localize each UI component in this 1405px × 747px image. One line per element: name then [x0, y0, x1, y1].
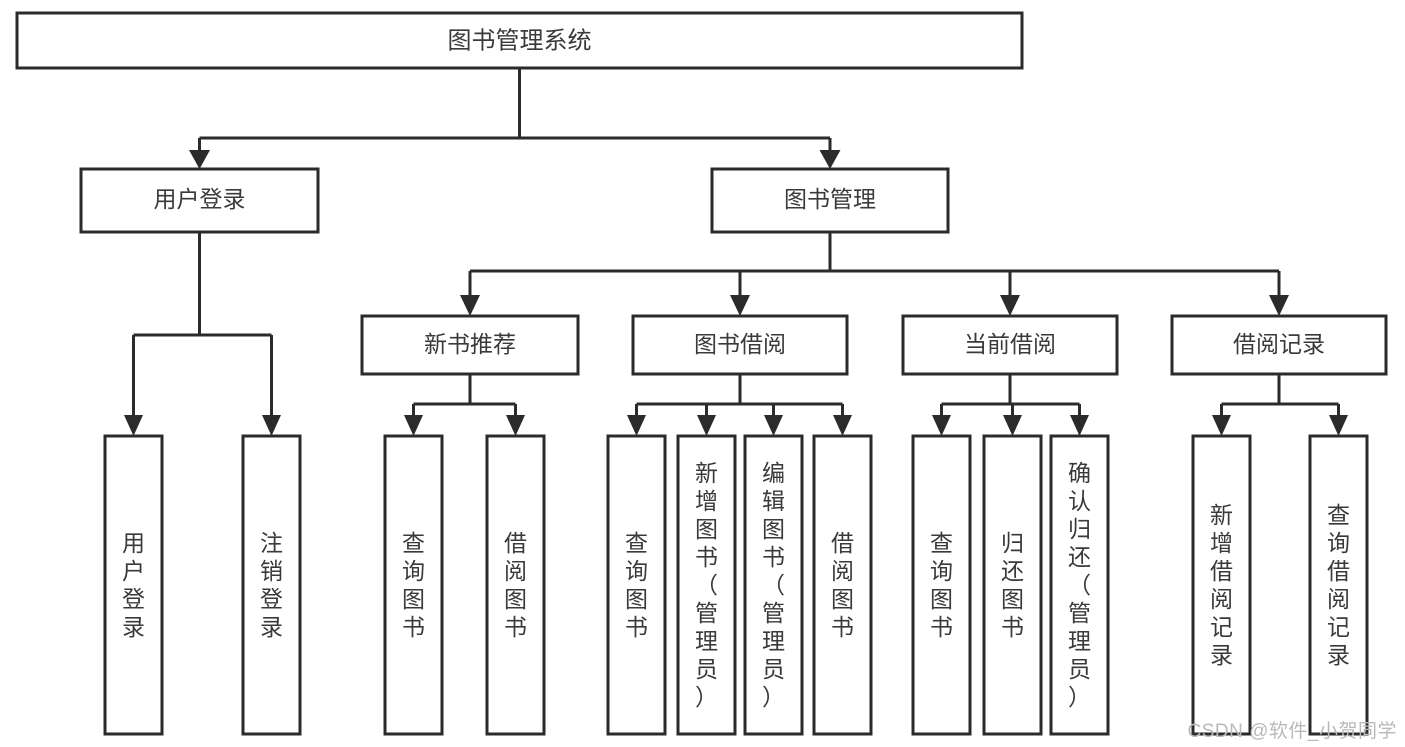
arrowhead-new-book-rec	[460, 295, 480, 316]
leaf-node-query-book-rec[interactable]: 查询图书	[383, 434, 444, 736]
leaf-add-borrow-record-label: 新增借阅记录	[1210, 502, 1233, 668]
arrowhead-leaf-borrow-book-1	[506, 415, 525, 436]
leaf-query-book-rec-box	[383, 434, 444, 736]
arrowhead-leaf-query-book-2	[627, 415, 646, 436]
leaf-borrow-book-box	[812, 434, 873, 736]
arrowhead-leaf-confirm-return	[1070, 415, 1089, 436]
leaf-node-logout[interactable]: 注销登录	[241, 434, 302, 736]
node-book-manage-label: 图书管理	[784, 186, 876, 212]
arrowhead-user-login	[189, 150, 210, 169]
leaf-node-query-book-borrow[interactable]: 查询图书	[606, 434, 667, 736]
leaf-user-login-label: 用户登录	[122, 530, 145, 640]
leaf-logout-box	[241, 434, 302, 736]
connector-group-root	[189, 68, 841, 169]
leaf-return-book-label: 归还图书	[1001, 530, 1024, 640]
connector-group-book-manage	[460, 232, 1289, 316]
leaf-user-login-box	[103, 434, 164, 736]
node-current-borrow-box	[901, 314, 1119, 376]
node-new-book-recommend[interactable]: 新书推荐	[360, 314, 580, 376]
leaf-borrow-book-rec-label: 借阅图书	[504, 530, 527, 640]
leaf-node-user-login[interactable]: 用户登录	[103, 434, 164, 736]
leaf-node-query-book-current[interactable]: 查询图书	[911, 434, 972, 736]
node-root-label: 图书管理系统	[448, 27, 592, 54]
node-book-borrow-label: 图书借阅	[694, 331, 786, 357]
node-current-borrow-label: 当前借阅	[964, 331, 1056, 357]
arrowhead-current-borrow	[1000, 295, 1020, 316]
node-borrow-record-box	[1170, 314, 1388, 376]
leaf-query-borrow-record-box	[1308, 434, 1369, 736]
arrowhead-leaf-add-record	[1212, 415, 1231, 436]
leaf-query-book-current-label: 查询图书	[930, 530, 953, 640]
arrowhead-leaf-borrow-book-2	[833, 415, 852, 436]
arrowhead-leaf-query-book-3	[932, 415, 951, 436]
node-new-book-recommend-label: 新书推荐	[424, 331, 516, 357]
node-root-system[interactable]: 图书管理系统	[15, 11, 1024, 70]
leaf-query-book-rec-label: 查询图书	[402, 530, 425, 640]
node-user-login[interactable]: 用户登录	[79, 167, 320, 234]
arrowhead-borrow-record	[1269, 295, 1289, 316]
node-root-box	[15, 11, 1024, 70]
node-borrow-record[interactable]: 借阅记录	[1170, 314, 1388, 376]
arrowhead-book-manage	[819, 150, 841, 169]
arrowhead-leaf-user-login	[124, 415, 143, 436]
leaf-borrow-book-label: 借阅图书	[831, 530, 854, 640]
leaf-add-book-label: 新增图书（管理员）	[695, 460, 718, 710]
node-book-borrow-box	[631, 314, 849, 376]
leaf-node-borrow-book-rec[interactable]: 借阅图书	[485, 434, 546, 736]
leaf-node-add-borrow-record[interactable]: 新增借阅记录	[1191, 434, 1252, 736]
leaf-node-confirm-return[interactable]: 确认归还（管理员）	[1049, 434, 1110, 736]
leaf-node-add-book[interactable]: 新增图书（管理员）	[676, 434, 737, 736]
leaf-logout-label: 注销登录	[260, 530, 283, 640]
leaf-edit-book-label: 编辑图书（管理员）	[762, 460, 785, 710]
arrowhead-leaf-query-record	[1329, 415, 1348, 436]
csdn-watermark: CSDN @软件_小贺同学	[1187, 721, 1397, 742]
leaf-query-book-borrow-box	[606, 434, 667, 736]
node-user-login-box	[79, 167, 320, 234]
arrowhead-leaf-return-book	[1003, 415, 1022, 436]
leaf-query-book-current-box	[911, 434, 972, 736]
node-book-manage[interactable]: 图书管理	[710, 167, 950, 234]
connector-group-new-book-rec	[404, 374, 525, 436]
arrowhead-leaf-add-book	[697, 415, 716, 436]
node-book-manage-box	[710, 167, 950, 234]
node-book-borrow[interactable]: 图书借阅	[631, 314, 849, 376]
connector-group-book-borrow	[627, 374, 852, 436]
arrowhead-leaf-edit-book	[764, 415, 783, 436]
leaf-confirm-return-box	[1049, 434, 1110, 736]
leaf-node-edit-book[interactable]: 编辑图书（管理员）	[743, 434, 804, 736]
connector-group-borrow-record	[1212, 374, 1348, 436]
leaf-add-book-box	[676, 434, 737, 736]
node-new-book-recommend-box	[360, 314, 580, 376]
connector-group-user-login	[124, 232, 281, 436]
leaf-borrow-book-rec-box	[485, 434, 546, 736]
arrowhead-leaf-logout	[262, 415, 281, 436]
leaf-node-return-book[interactable]: 归还图书	[982, 434, 1043, 736]
node-borrow-record-label: 借阅记录	[1233, 331, 1325, 357]
leaf-node-borrow-book[interactable]: 借阅图书	[812, 434, 873, 736]
leaf-return-book-box	[982, 434, 1043, 736]
leaf-query-book-borrow-label: 查询图书	[625, 530, 648, 640]
leaf-confirm-return-label: 确认归还（管理员）	[1068, 460, 1091, 710]
arrowhead-leaf-query-book-1	[404, 415, 423, 436]
leaf-node-query-borrow-record[interactable]: 查询借阅记录	[1308, 434, 1369, 736]
node-user-login-label: 用户登录	[154, 186, 246, 212]
node-current-borrow[interactable]: 当前借阅	[901, 314, 1119, 376]
arrowhead-book-borrow	[730, 295, 750, 316]
leaf-query-borrow-record-label: 查询借阅记录	[1327, 502, 1350, 668]
connector-group-current-borrow	[932, 374, 1089, 436]
leaf-add-borrow-record-box	[1191, 434, 1252, 736]
leaf-edit-book-box	[743, 434, 804, 736]
